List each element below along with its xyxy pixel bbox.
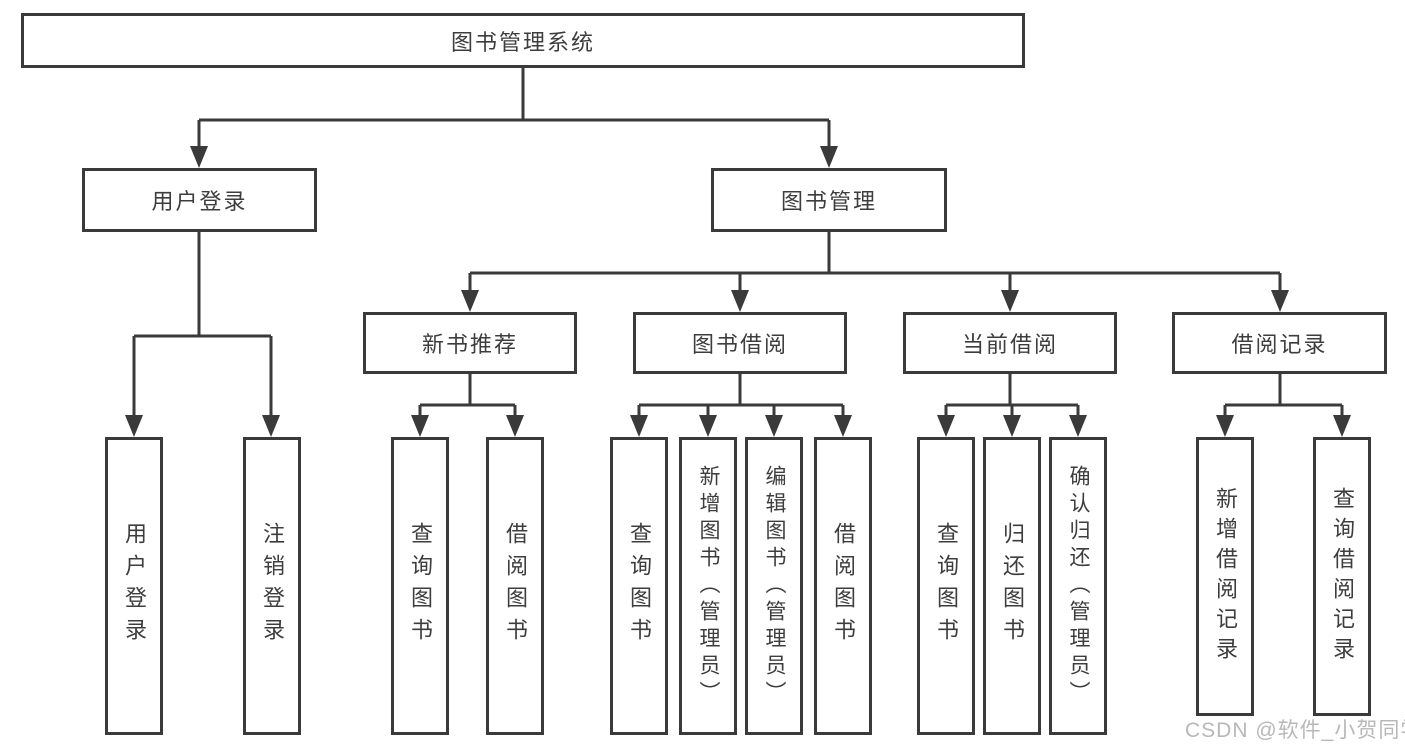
node-label: 图书借阅 (691, 332, 788, 357)
node-label: 图书管理 (780, 189, 877, 214)
leaf-query-book-current: 查询图书 (917, 437, 975, 735)
node-label: 用户登录 (151, 189, 248, 214)
arrowhead-icons (125, 146, 1351, 437)
node-borrow-records: 借阅记录 (1172, 312, 1387, 374)
node-label: 新书推荐 (421, 332, 518, 357)
leaf-add-book-admin: 新增图书（管理员） (679, 437, 737, 735)
csdn-watermark: CSDN @软件_小贺同学 (1185, 719, 1405, 742)
node-label: 借阅图书 (831, 522, 856, 650)
node-book-management: 图书管理 (711, 168, 947, 232)
leaf-query-book-borrow: 查询图书 (610, 437, 668, 735)
node-label: 当前借阅 (961, 332, 1058, 357)
leaf-return-book: 归还图书 (983, 437, 1041, 735)
leaf-edit-book-admin: 编辑图书（管理员） (745, 437, 803, 735)
node-label: 查询借阅记录 (1330, 486, 1355, 667)
leaf-logout: 注销登录 (243, 437, 301, 735)
node-label: 图书管理系统 (450, 29, 595, 55)
leaf-user-login: 用户登录 (105, 437, 163, 735)
node-label: 归还图书 (1000, 522, 1025, 650)
node-label: 新增借阅记录 (1213, 486, 1238, 667)
node-label: 借阅记录 (1231, 332, 1328, 357)
node-current-borrow: 当前借阅 (903, 312, 1117, 374)
node-label: 确认归还（管理员） (1067, 464, 1090, 708)
connector-lines (132, 68, 1344, 423)
node-label: 编辑图书（管理员） (763, 464, 786, 708)
node-label: 用户登录 (122, 522, 147, 650)
node-label: 借阅图书 (503, 522, 528, 650)
node-label: 注销登录 (260, 522, 285, 650)
node-system-root: 图书管理系统 (21, 13, 1025, 68)
node-book-borrow: 图书借阅 (633, 312, 847, 374)
leaf-query-book-recommend: 查询图书 (391, 437, 449, 735)
node-label: 新增图书（管理员） (697, 464, 720, 708)
leaf-borrow-book-recommend: 借阅图书 (486, 437, 544, 735)
leaf-borrow-book: 借阅图书 (814, 437, 872, 735)
node-label: 查询图书 (934, 522, 959, 650)
node-label: 查询图书 (627, 522, 652, 650)
leaf-add-borrow-record: 新增借阅记录 (1196, 437, 1254, 716)
node-label: 查询图书 (408, 522, 433, 650)
node-user-login: 用户登录 (82, 168, 317, 232)
leaf-query-borrow-record: 查询借阅记录 (1313, 437, 1371, 716)
node-new-book-recommend: 新书推荐 (363, 312, 577, 374)
leaf-confirm-return-admin: 确认归还（管理员） (1049, 437, 1107, 735)
